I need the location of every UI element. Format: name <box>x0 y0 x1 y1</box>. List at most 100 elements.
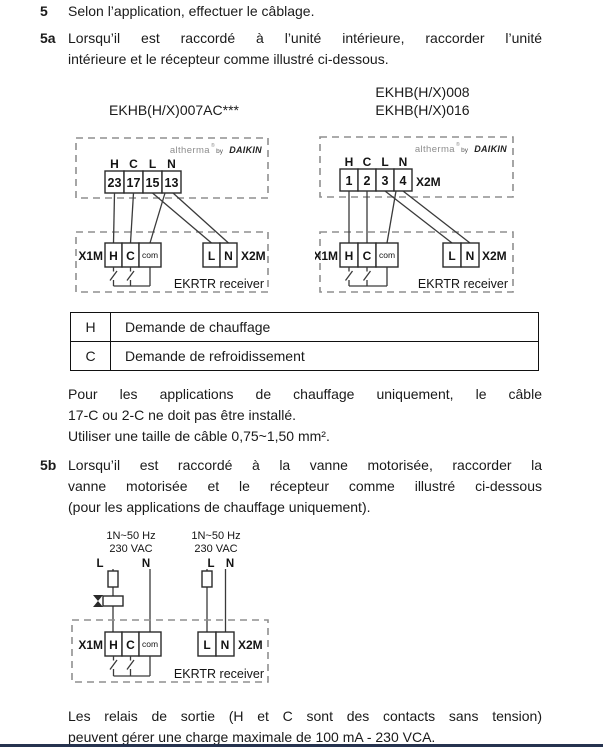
relay-c: C <box>126 249 135 263</box>
footer-note: Les relais de sortie (H et C sont des co… <box>68 706 542 748</box>
pin-label-l: L <box>381 155 388 169</box>
indoor-unit-box <box>319 136 514 198</box>
step-5b-number: 5b <box>40 457 57 473</box>
step-5b-line2: vanne motorisée et le récepteur comme il… <box>68 478 542 494</box>
step-5a-number: 5a <box>40 30 56 46</box>
footer-line1: Les relais de sortie (H et C sont des co… <box>68 708 542 724</box>
relay-contacts <box>344 267 388 287</box>
relay-com: com <box>142 639 158 649</box>
pin-label-l: L <box>149 157 156 171</box>
supply1-line1: 1N~50 Hz <box>106 530 155 542</box>
pin-label-n: N <box>399 155 408 169</box>
wire-13-n <box>172 192 229 244</box>
live-label-right: L <box>207 558 214 570</box>
x1m-label: X1M <box>78 638 103 652</box>
wiring-diagram-indoor-007: altherma ® by DAIKIN H C L N 23 17 15 13… <box>75 137 269 293</box>
x1m-label: X1M <box>315 249 338 263</box>
logo-by: by <box>216 148 224 155</box>
step-5-text: Selon l’application, effectuer le câblag… <box>68 3 315 19</box>
neutral-label-right: N <box>226 558 234 570</box>
x2m-label: X2M <box>482 249 507 263</box>
x2m-label: X2M <box>241 249 266 263</box>
terminal-15: 15 <box>146 176 160 190</box>
note1-line1: Pour les applications de chauffage uniqu… <box>68 386 542 402</box>
wiring-diagram-motorized-valve: 1N~50 Hz 230 VAC 1N~50 Hz 230 VAC L N L … <box>71 530 269 683</box>
pin-label-h: H <box>345 155 354 169</box>
relay-c: C <box>363 249 372 263</box>
terminal-1: 1 <box>346 174 353 188</box>
registered-mark-icon: ® <box>456 141 460 148</box>
supply1-line2: 230 VAC <box>109 543 152 555</box>
pin-label-n: N <box>167 157 176 171</box>
daikin-logo: DAIKIN <box>474 144 507 154</box>
step-5b-paragraph: Lorsqu’il est raccordé à la vanne motori… <box>68 455 542 518</box>
indoor-unit-box <box>75 137 269 199</box>
live-label-left: L <box>96 558 103 570</box>
table-desc-h: Demande de chauffage <box>110 312 539 342</box>
terminal-2: 2 <box>364 174 371 188</box>
x2m-label: X2M <box>238 638 263 652</box>
step-5-number: 5 <box>40 3 48 19</box>
receiver-box <box>319 231 514 293</box>
x2m-top-label: X2M <box>416 175 441 189</box>
relay-c: C <box>126 638 135 652</box>
pin-label-c: C <box>363 155 372 169</box>
note1-line2: 17-C ou 2-C ne doit pas être installé. <box>68 407 297 423</box>
power-l: L <box>208 249 215 263</box>
power-l: L <box>203 638 210 652</box>
power-n: N <box>221 638 230 652</box>
note-heating-only: Pour les applications de chauffage uniqu… <box>68 384 542 426</box>
step-5b-line1: Lorsqu’il est raccordé à la vanne motori… <box>68 457 542 473</box>
terminal-23: 23 <box>108 176 122 190</box>
altherma-logo: altherma <box>415 144 455 155</box>
receiver-box <box>71 619 269 683</box>
diagram-title-right: EKHB(H/X)008 EKHB(H/X)016 <box>330 83 515 119</box>
logo-by: by <box>461 147 469 154</box>
registered-mark-icon: ® <box>211 142 215 149</box>
table-key-h: H <box>70 312 111 342</box>
diagram-title-left: EKHB(H/X)007AC*** <box>109 102 239 118</box>
step-5a-line1: Lorsqu’il est raccordé à l’unité intérie… <box>68 30 542 46</box>
table-desc-c: Demande de refroidissement <box>110 341 539 371</box>
table-row: H Demande de chauffage <box>70 312 539 342</box>
receiver-box <box>75 231 269 293</box>
relay-contacts <box>109 267 151 287</box>
altherma-logo: altherma <box>170 145 210 156</box>
relay-com: com <box>142 250 158 260</box>
step-5a-line2: intérieure et le récepteur comme illustr… <box>68 51 389 67</box>
wire-4-com <box>386 190 397 244</box>
pin-label-c: C <box>129 157 138 171</box>
footer-line2: peuvent gérer une charge maximale de 100… <box>68 729 436 745</box>
supply2-line2: 230 VAC <box>194 543 237 555</box>
wire-23-h <box>112 192 116 244</box>
relay-h: H <box>345 249 354 263</box>
power-l: L <box>448 249 455 263</box>
page-bottom-rule <box>0 744 603 747</box>
wire-3-l <box>384 190 453 244</box>
terminal-17: 17 <box>127 176 141 190</box>
diagram-title-right-line1: EKHB(H/X)008 <box>375 84 470 100</box>
wire-13-com <box>149 192 166 244</box>
receiver-label: EKRTR receiver <box>174 277 264 291</box>
hc-legend-table: H Demande de chauffage C Demande de refr… <box>70 312 539 371</box>
terminal-13: 13 <box>165 176 179 190</box>
x1m-label: X1M <box>78 249 103 263</box>
diagram-title-right-line2: EKHB(H/X)016 <box>375 102 470 118</box>
step-5a-paragraph: Lorsqu’il est raccordé à l’unité intérie… <box>68 28 542 70</box>
supply2-line1: 1N~50 Hz <box>191 530 240 542</box>
neutral-label-left: N <box>142 558 150 570</box>
power-n: N <box>466 249 475 263</box>
table-key-c: C <box>70 341 111 371</box>
power-n: N <box>224 249 233 263</box>
relay-com: com <box>379 250 395 260</box>
terminal-3: 3 <box>382 174 389 188</box>
receiver-label: EKRTR receiver <box>418 277 508 291</box>
table-row: C Demande de refroidissement <box>70 341 539 371</box>
relay-h: H <box>109 638 118 652</box>
relay-contacts <box>109 656 151 677</box>
pin-label-h: H <box>110 157 119 171</box>
note-cable-size: Utiliser une taille de câble 0,75~1,50 m… <box>68 428 330 444</box>
daikin-logo: DAIKIN <box>229 145 262 155</box>
wiring-diagram-indoor-008-016: altherma ® by DAIKIN H C L N 1 2 3 4 X2M… <box>315 136 514 293</box>
